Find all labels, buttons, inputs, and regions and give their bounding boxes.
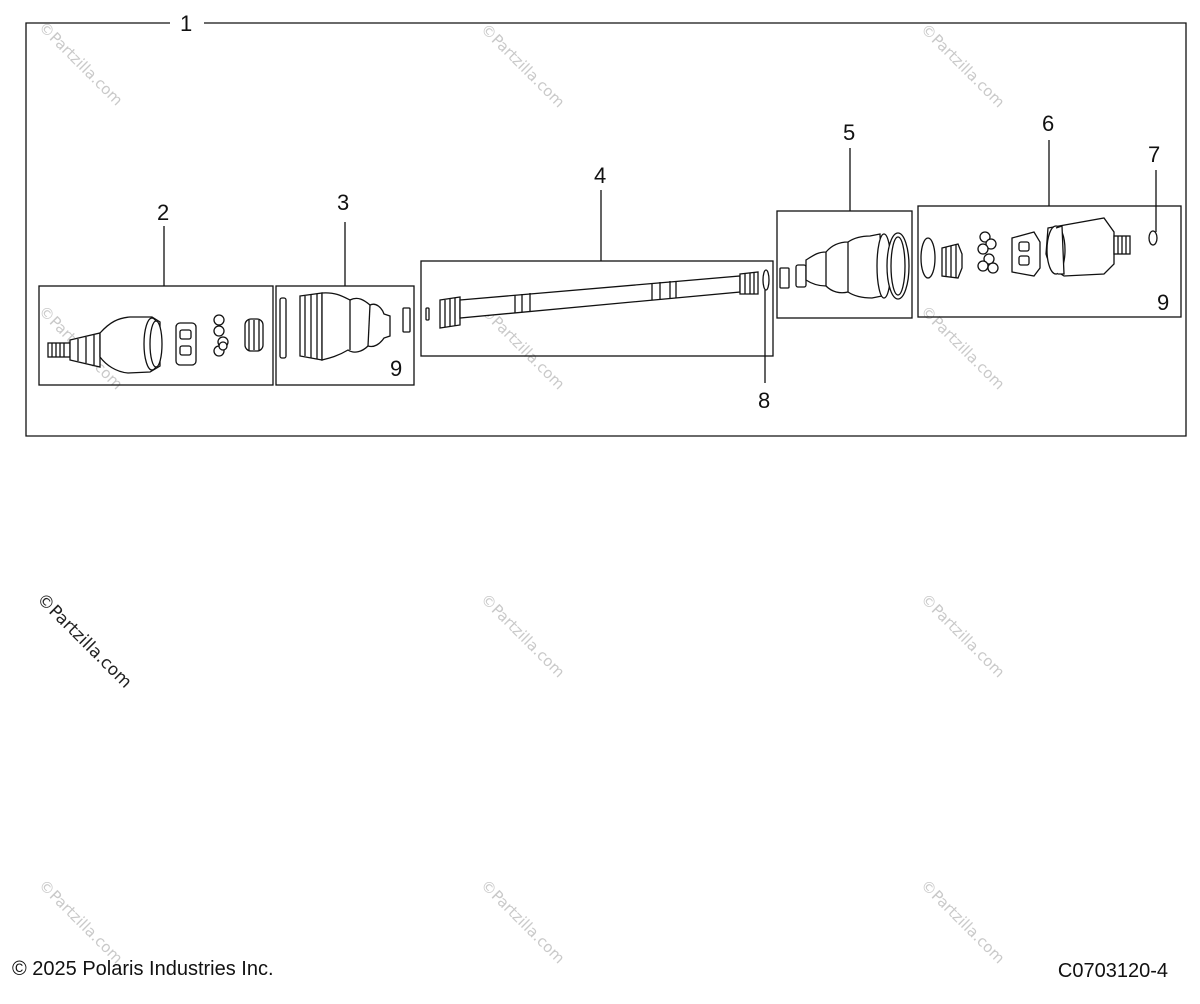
callout-3: 3 [337,190,349,215]
callout-4: 4 [594,163,606,188]
watermark: ©Partzilla.com [917,302,1008,393]
outer-assembly-frame [25,22,1187,437]
callout-7: 7 [1148,142,1160,167]
callout-6: 6 [1042,111,1054,136]
box-shaft [420,260,774,357]
diagram-code: C0703120-4 [1057,960,1168,982]
watermark: ©Partzilla.com [917,876,1008,967]
copyright-notice: © 2025 Polaris Industries Inc. [12,958,274,980]
box-inner-boot-kit [776,210,913,319]
callout-9-inner-boot: 9 [1157,290,1169,315]
callout-2: 2 [157,200,169,225]
callout-5: 5 [843,120,855,145]
callout-1: 1 [180,11,192,36]
inner-boot-kit-drawing [779,232,910,300]
watermarks: ©Partzilla.com ©Partzilla.com ©Partzilla… [32,18,1008,967]
box-outer-cv-joint [38,285,274,386]
callout-9-boot-kit: 9 [390,356,402,381]
watermark: ©Partzilla.com [917,590,1008,681]
boot-kit-drawing [279,292,411,361]
watermark: ©Partzilla.com [35,876,126,967]
watermark: ©Partzilla.com [477,20,568,111]
outer-cv-joint-drawing [47,314,264,374]
watermark: ©Partzilla.com [477,876,568,967]
watermark: ©Partzilla.com [35,18,126,109]
watermark-dark: ©Partzilla.com [32,589,135,692]
watermark: ©Partzilla.com [477,590,568,681]
inner-cv-joint-drawing [920,217,1158,279]
half-shaft-drawing [425,269,770,329]
watermark: ©Partzilla.com [917,20,1008,111]
callout-8: 8 [758,388,770,413]
